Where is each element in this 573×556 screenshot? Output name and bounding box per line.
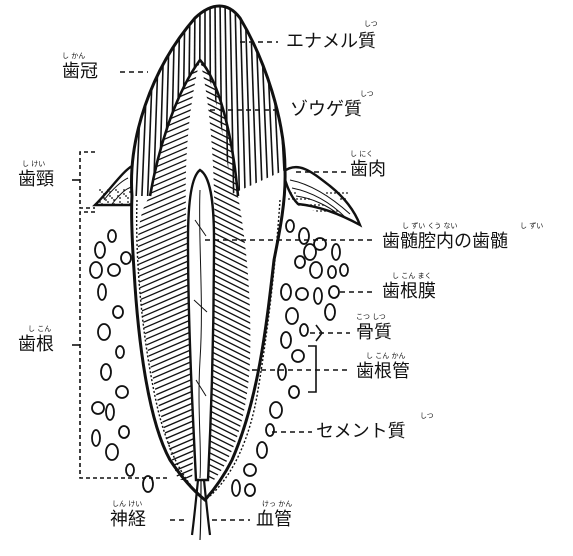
- label-membrane: 歯根膜: [382, 282, 436, 302]
- label-vessel: 血管: [256, 510, 292, 530]
- label-root: 歯根: [18, 335, 54, 355]
- label-neck: 歯頸: [18, 170, 54, 190]
- label-cementum: セメント質: [316, 422, 406, 442]
- label-gum: 歯肉: [350, 160, 386, 180]
- neck-ruby: し けい: [22, 160, 45, 168]
- vessel-ruby: けっ かん: [262, 500, 292, 508]
- pulp-ruby-a: し ずい くう ない: [402, 222, 458, 230]
- bone-cell: [232, 480, 240, 496]
- canal-ruby: し こん かん: [366, 352, 405, 360]
- label-pulp: 歯髄腔内の歯髄: [382, 232, 508, 252]
- nerve-ruby: しん けい: [112, 500, 142, 508]
- enamel-ruby: しつ: [364, 20, 378, 28]
- bone-ruby: こつ しつ: [356, 313, 386, 321]
- label-enamel: エナメル質: [286, 32, 376, 52]
- label-bone: 骨質: [356, 323, 392, 343]
- label-canal: 歯根管: [356, 362, 410, 382]
- pulp-ruby-b: し ずい: [520, 222, 543, 230]
- label-dentin: ゾウゲ質: [290, 100, 362, 120]
- crown-ruby: し かん: [62, 52, 85, 60]
- label-nerve: 神経: [110, 510, 146, 530]
- root-ruby: し こん: [28, 325, 51, 333]
- membrane-ruby: し こん まく: [392, 272, 431, 280]
- cementum-ruby: しつ: [420, 412, 434, 420]
- gum-ruby: し にく: [350, 150, 373, 158]
- dentin-ruby: しつ: [360, 90, 374, 98]
- label-crown: 歯冠: [62, 62, 98, 82]
